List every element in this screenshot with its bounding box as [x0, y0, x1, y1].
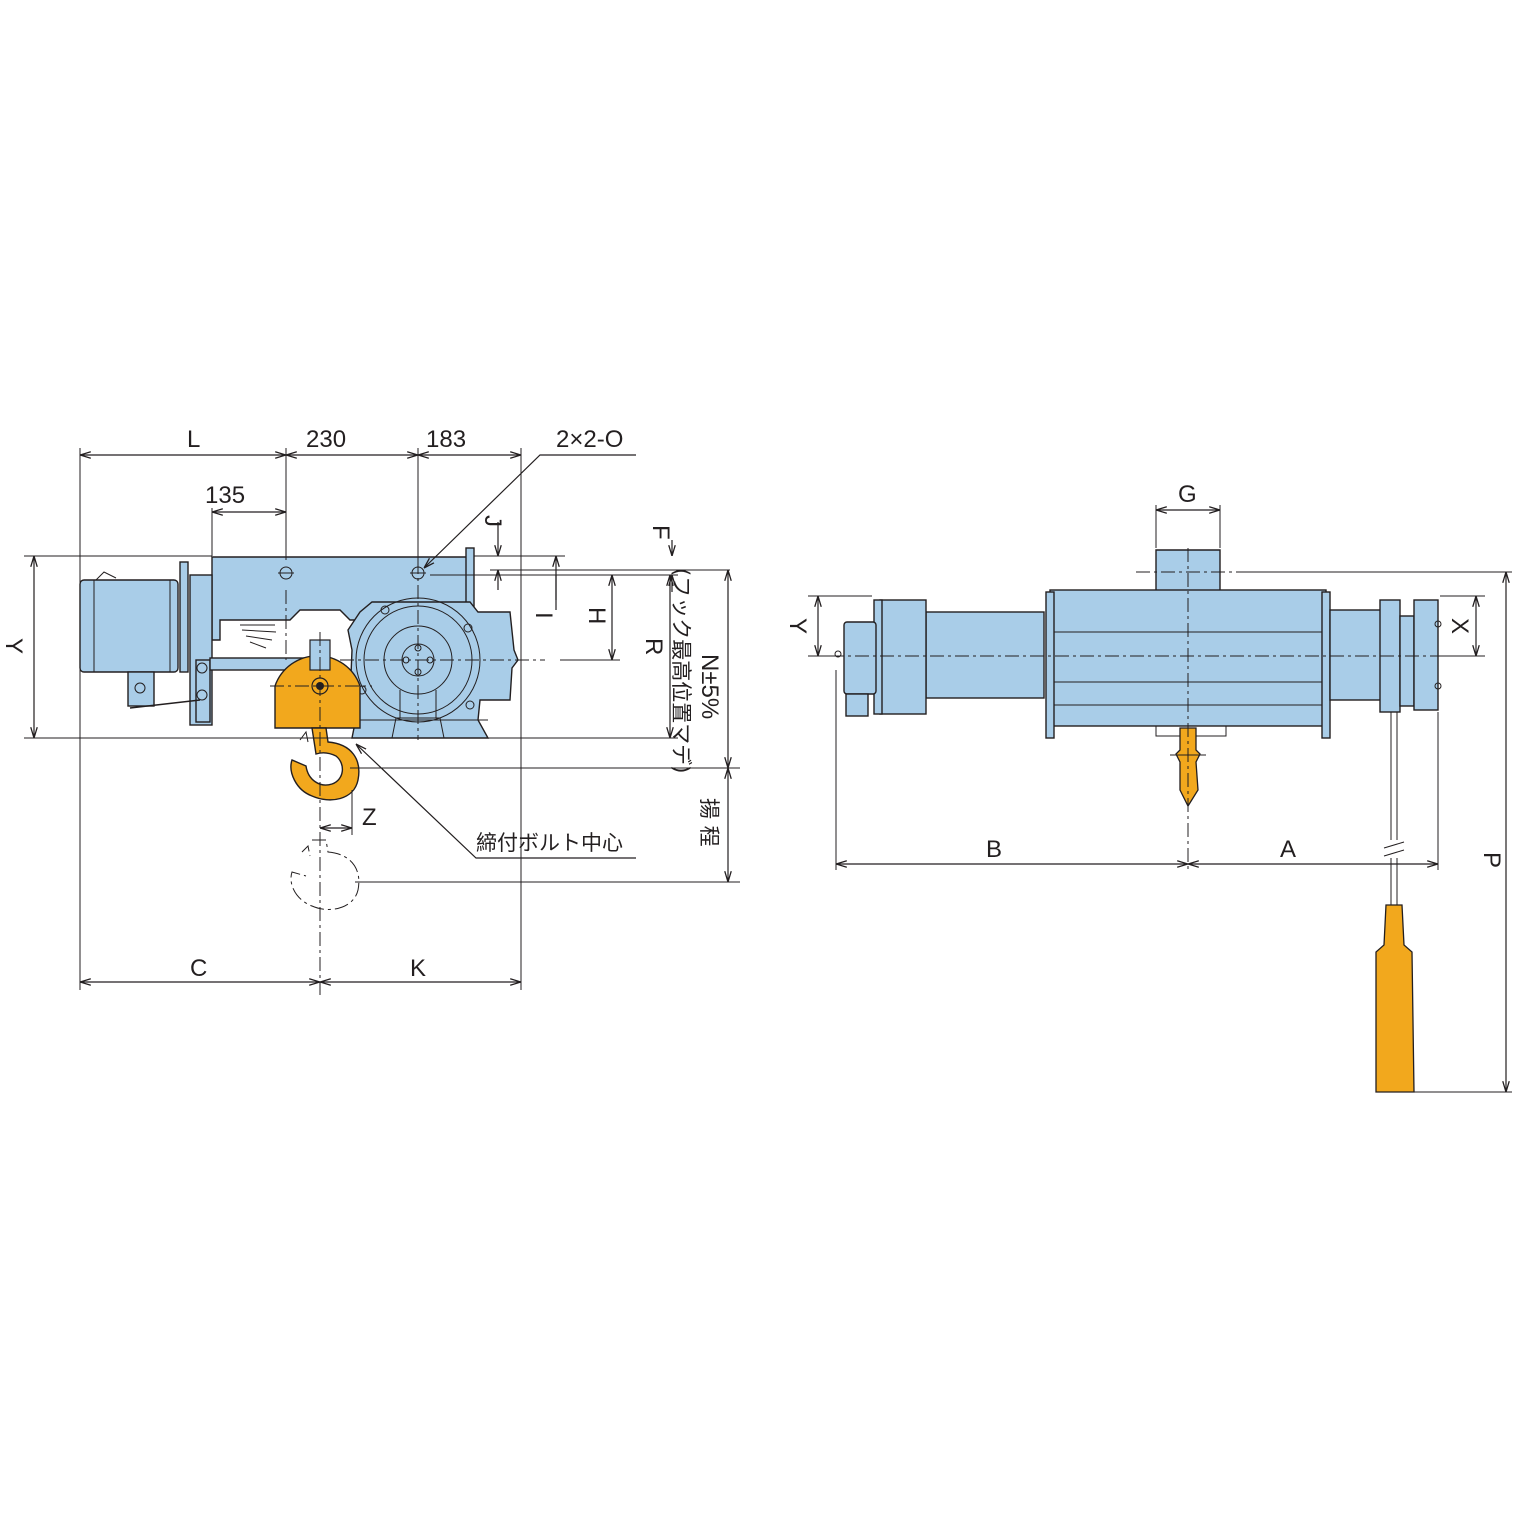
dim-label-X: X [1446, 618, 1473, 634]
dim-label-K: K [410, 955, 426, 982]
dim-label-F: F [647, 525, 674, 540]
dim-label-C: C [190, 955, 207, 982]
dim-label-B: B [986, 836, 1002, 863]
side-view-dimension-lines [34, 455, 728, 982]
pendant-switch [1375, 904, 1415, 1093]
hoist-motor [925, 611, 1045, 699]
side-view-extension-lines [24, 448, 740, 990]
dim-label-L: L [187, 426, 200, 453]
dim-label-230: 230 [306, 426, 346, 453]
dim-label-J: J [479, 515, 506, 527]
dim-label-G: G [1178, 481, 1197, 508]
hole-spec-label: 2×2-O [556, 426, 623, 453]
side-view-body [79, 547, 545, 995]
gearbox [1329, 609, 1383, 701]
dim-label-lift: 揚 程 [697, 798, 721, 847]
front-view-dimension-lines [818, 510, 1506, 1092]
side-bracket [195, 659, 211, 723]
front-view-body [830, 548, 1442, 1093]
dim-label-Y-side: Y [0, 638, 27, 654]
travel-motor-flange [1413, 599, 1439, 711]
front-view: G Y X B A P [784, 481, 1512, 1093]
side-view: L 230 183 135 2×2-O J F I H R Y N±5% (フッ… [0, 426, 740, 995]
front-view-labels: G Y X B A P [784, 481, 1505, 868]
hook [290, 727, 360, 801]
dim-note-hook-highest: (フック最高位置マデ) [669, 568, 693, 773]
dim-label-135: 135 [205, 482, 245, 509]
dim-label-N: N±5% [696, 654, 723, 719]
limit-switch-box [127, 671, 155, 707]
dim-label-R: R [640, 638, 667, 655]
side-view-labels: L 230 183 135 2×2-O J F I H R Y N±5% (フッ… [0, 426, 723, 982]
dim-label-P: P [1478, 852, 1505, 868]
frame-end-plate [465, 547, 475, 611]
front-view-extension-lines [808, 505, 1512, 1093]
dim-label-Z: Z [362, 804, 377, 831]
side-plate-outer [179, 561, 189, 673]
dim-label-Y-front: Y [784, 618, 811, 634]
dim-label-H: H [583, 607, 610, 624]
brake-cover [843, 621, 877, 695]
dim-label-I: I [530, 612, 557, 619]
dim-label-183: 183 [426, 426, 466, 453]
phantom-lowered-hook [290, 839, 360, 910]
bolt-center-label: 締付ボルト中心 [476, 831, 623, 855]
dim-label-A: A [1280, 836, 1296, 863]
traverse-motor-box [79, 579, 179, 673]
